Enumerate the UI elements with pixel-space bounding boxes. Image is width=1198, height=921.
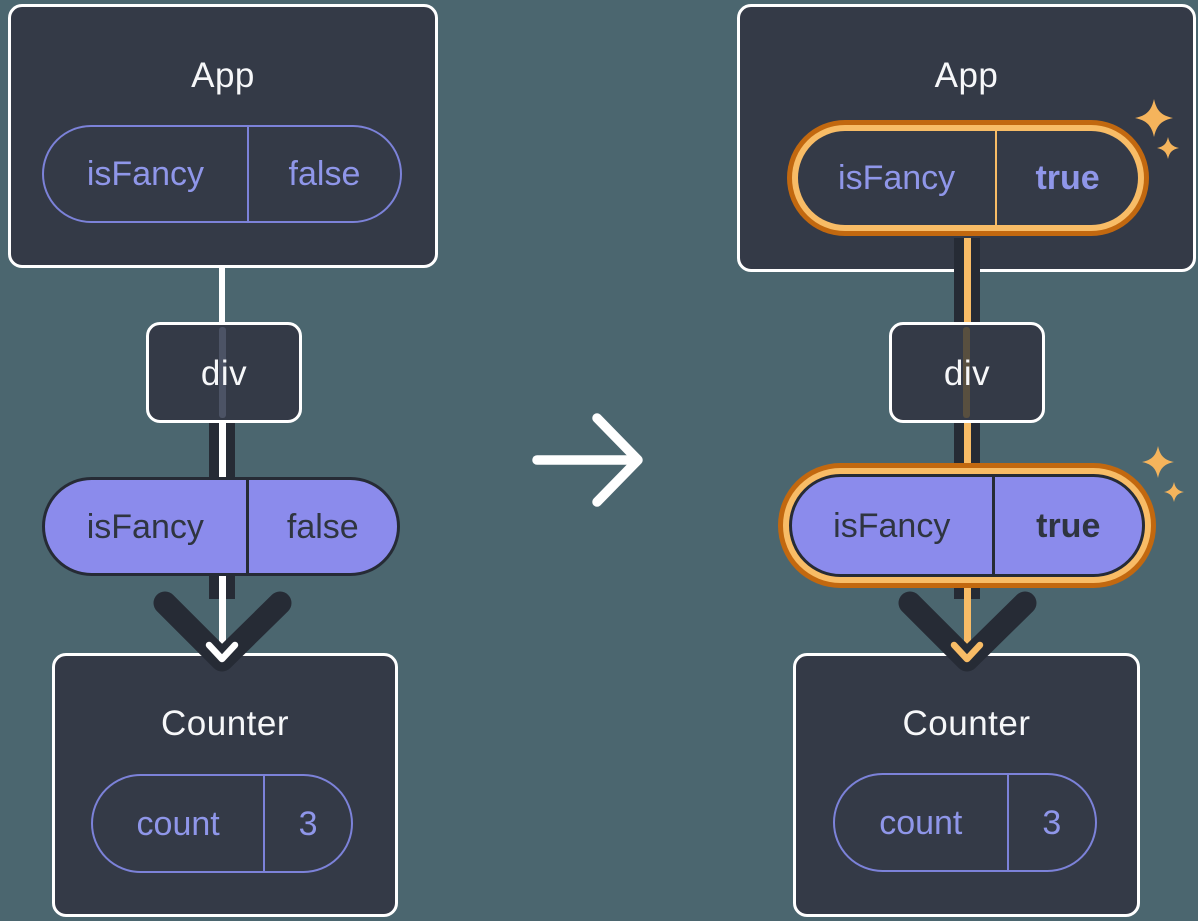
app-prop-pill-after: isFancy true	[798, 131, 1138, 225]
passed-prop-pill-after: isFancy true	[789, 474, 1145, 577]
state-name: count	[136, 804, 220, 843]
state-name: count	[879, 803, 963, 842]
edge-core-after	[964, 577, 971, 652]
prop-value: true	[991, 477, 1143, 574]
div-title-after: div	[943, 354, 991, 393]
app-title-before: App	[191, 56, 255, 95]
counter-state-pill-after: count 3	[833, 773, 1097, 872]
counter-title-after: Counter	[902, 704, 1031, 743]
flow-arrowhead-icon-before	[153, 591, 292, 672]
edge-div-to-prop-before	[209, 423, 235, 480]
sparkle-icon	[1135, 99, 1173, 137]
div-title-before: div	[200, 354, 248, 393]
state-value: 3	[1006, 775, 1095, 870]
edge-div-to-prop-after	[954, 423, 980, 480]
div-ghost-line-before	[219, 327, 226, 418]
passed-prop-pill-before: isFancy false	[42, 477, 400, 576]
flow-arrowhead-icon-after	[898, 591, 1037, 672]
counter-title-before: Counter	[160, 704, 290, 743]
state-value: 3	[263, 776, 351, 871]
counter-state-pill-before: count 3	[91, 774, 353, 873]
prop-name: isFancy	[86, 155, 205, 193]
prop-value: false	[246, 127, 400, 221]
transition-arrow-icon	[532, 413, 643, 507]
edge-app-to-div-before	[219, 265, 225, 325]
div-ghost-line-after	[963, 327, 970, 418]
prop-value: false	[245, 480, 397, 573]
app-prop-pill-before: isFancy false	[42, 125, 402, 223]
edge-app-to-div-after	[954, 238, 980, 324]
prop-value: true	[995, 131, 1138, 225]
app-title-after: App	[934, 56, 999, 95]
sparkle-icon	[1142, 446, 1174, 478]
prop-name: isFancy	[833, 506, 951, 545]
edge-core-before	[219, 576, 226, 652]
prop-name: isFancy	[86, 507, 204, 546]
sparkle-icon	[1157, 137, 1179, 159]
prop-name: isFancy	[838, 159, 956, 197]
sparkle-icon	[1164, 482, 1184, 502]
